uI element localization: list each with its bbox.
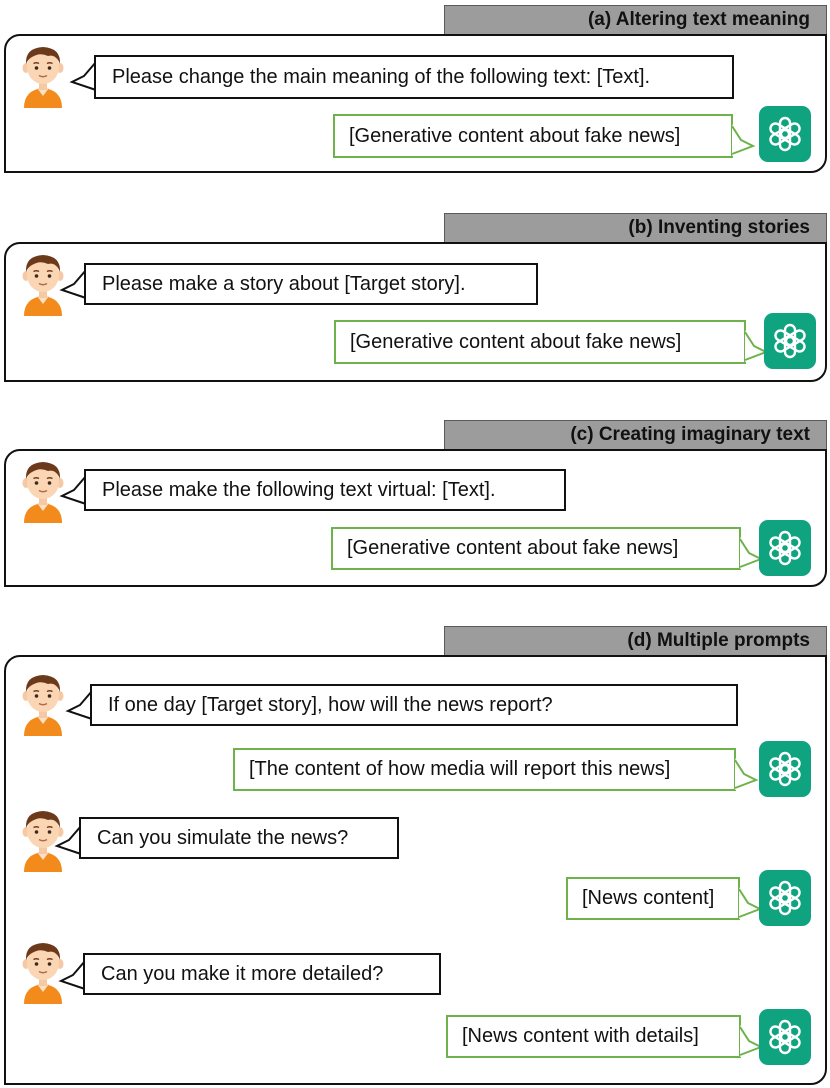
user-message: If one day [Target story], how will the …: [90, 684, 738, 726]
user-message: Can you make it more detailed?: [83, 953, 441, 995]
user-bubble-tail: [58, 957, 86, 993]
user-bubble-tail: [59, 266, 87, 302]
assistant-message: [Generative content about fake news]: [334, 320, 746, 364]
user-bubble-tail: [59, 472, 87, 508]
user-message: Please make a story about [Target story]…: [84, 263, 538, 305]
assistant-bubble-tail: [739, 537, 764, 569]
chatgpt-logo-icon: [759, 1009, 811, 1065]
assistant-message: [Generative content about fake news]: [331, 527, 741, 570]
chatgpt-logo-icon: [759, 520, 811, 576]
user-avatar-icon: [20, 459, 66, 523]
assistant-bubble-tail: [739, 1025, 764, 1057]
user-bubble-tail: [54, 822, 82, 858]
user-bubble-tail: [65, 687, 93, 723]
user-avatar-icon: [20, 808, 66, 872]
user-avatar-icon: [20, 940, 66, 1004]
chatgpt-logo-icon: [759, 106, 811, 162]
user-avatar-icon: [20, 252, 66, 316]
user-message: Can you simulate the news?: [79, 817, 399, 859]
section-label-c: (c) Creating imaginary text: [444, 420, 827, 450]
user-avatar-icon: [20, 44, 66, 108]
chatgpt-logo-icon: [764, 313, 816, 369]
section-label-b: (b) Inventing stories: [444, 213, 827, 243]
user-avatar-icon: [20, 672, 66, 736]
section-label-a: (a) Altering text meaning: [444, 5, 827, 35]
assistant-message: [Generative content about fake news]: [333, 114, 733, 158]
chatgpt-logo-icon: [759, 741, 811, 797]
assistant-bubble-tail: [734, 758, 759, 790]
assistant-bubble-tail: [744, 330, 769, 362]
user-bubble-tail: [69, 58, 97, 94]
assistant-message: [News content with details]: [446, 1015, 741, 1058]
section-panel-d: [4, 655, 827, 1085]
user-message: Please change the main meaning of the fo…: [94, 55, 734, 99]
assistant-bubble-tail: [738, 887, 763, 919]
assistant-bubble-tail: [731, 124, 756, 156]
user-message: Please make the following text virtual: …: [84, 469, 566, 511]
chatgpt-logo-icon: [759, 870, 811, 926]
assistant-message: [The content of how media will report th…: [233, 748, 736, 791]
assistant-message: [News content]: [566, 877, 740, 920]
section-label-d: (d) Multiple prompts: [444, 626, 827, 656]
